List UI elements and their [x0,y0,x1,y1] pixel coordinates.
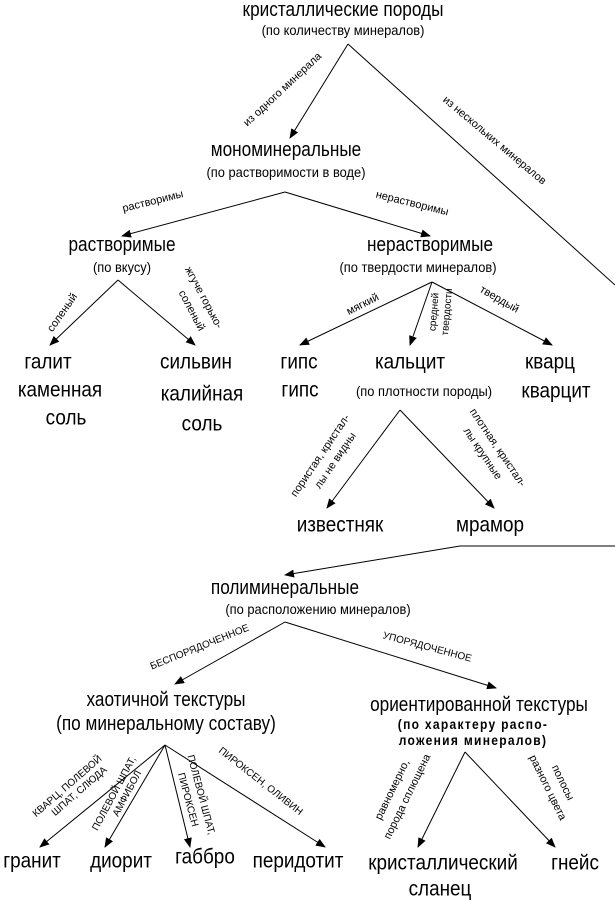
link-chaotic-to-granite [39,744,166,848]
insoluble-criterion: (по твердости минералов) [339,259,497,275]
root-criterion: (по количеству минералов) [261,22,425,38]
halite-mineral: галит [24,350,72,374]
gabbro: габбро [175,845,235,869]
link-insoluble-to-calcite [409,281,433,346]
link-root-to-mono [289,43,349,139]
soluble-title: растворимые [68,234,176,256]
halite-rock-line-2: соль [45,406,87,430]
gypsum-rock: гипс [281,378,319,402]
link-root-to-poly-continued [284,545,615,578]
gneiss: гнейс [551,851,599,875]
link-mono-to-insoluble [284,191,431,238]
sylvite-mineral: сильвин [160,350,232,374]
link-root-to-poly [347,43,615,286]
soluble-criterion: (по вкусу) [92,259,152,275]
root-title: кристаллические породы [242,0,444,21]
link-mono-to-soluble [121,191,286,238]
link-chaotic-to-diorite [104,744,166,848]
granite: гранит [3,849,61,873]
link-poly-to-chaotic [174,621,286,685]
link-poly-to-oriented [284,621,497,690]
poly-title: полиминеральные [210,577,360,599]
chaotic-criterion: (по минеральному составу) [56,713,276,735]
schist-line-1: кристаллический [368,851,518,875]
calcite-criterion: (по плотности породы) [355,383,493,399]
mono-title: мономинеральные [210,139,362,161]
chaotic-title: хаотичной текстуры [86,689,246,711]
schist-line-2: сланец [408,877,472,901]
link-calcite-to-limestone [326,409,401,509]
limestone: известняк [296,513,384,537]
insoluble-title: нерастворимые [366,234,494,256]
link-insoluble-to-gypsum [299,281,433,346]
gypsum-mineral: гипс [280,350,318,374]
link-soluble-to-halite [49,279,119,346]
link-insoluble-to-quartz [431,281,553,346]
link-chaotic-to-gabbro [164,744,192,848]
link-calcite-to-marble [399,409,495,509]
link-oriented-to-schist [417,751,466,848]
diorite: диорит [90,849,152,873]
oriented-criterion-line-1: (по характеру распо- [397,716,549,732]
sylvite-rock-line-2: соль [181,412,223,436]
quartzite-rock: кварцит [521,379,591,403]
link-soluble-to-sylvite [117,279,196,346]
quartz-mineral: кварц [525,350,575,374]
halite-rock-line-1: каменная [17,378,103,402]
poly-criterion: (по расположению минералов) [225,601,411,617]
oriented-title: ориентированной текстуры [370,694,588,716]
peridotite: перидотит [252,849,344,873]
marble: мрамор [455,513,525,537]
sylvite-rock-line-1: калийная [160,382,244,406]
oriented-criterion-line-2: ложения минералов) [398,732,548,748]
calcite-mineral: кальцит [374,350,446,374]
mono-criterion: (по растворимости в воде) [206,164,366,180]
link-oriented-to-gneiss [464,751,556,848]
link-chaotic-to-peridotite [164,744,326,848]
